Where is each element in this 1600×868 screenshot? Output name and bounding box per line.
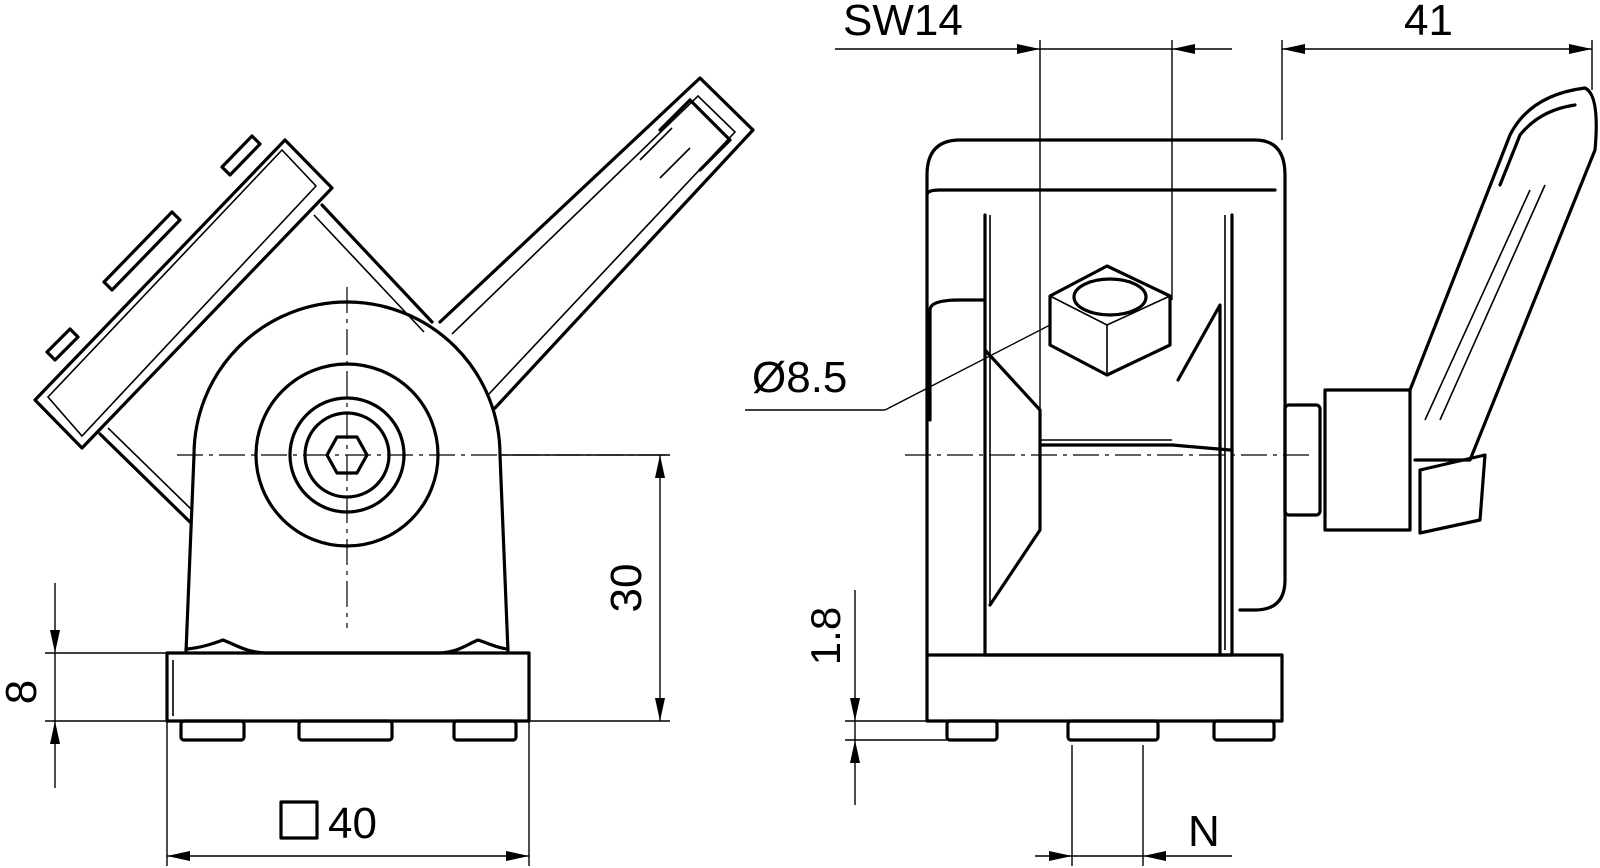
dimension-sw14: SW14	[835, 0, 1232, 440]
gap-label: 1.8	[802, 607, 849, 665]
hex-nut	[1048, 264, 1172, 377]
wrench-size-label: SW14	[843, 0, 963, 45]
lever-arm	[438, 76, 755, 410]
side-view: SW14 41 Ø8.5 1.8	[745, 0, 1598, 866]
base-plate	[165, 651, 531, 723]
handle-width-label: 41	[1404, 0, 1453, 45]
side-foot-right	[1212, 719, 1276, 742]
slot-width-label: N	[1188, 807, 1220, 856]
handle-hub	[1323, 388, 1412, 532]
side-housing	[925, 138, 1287, 657]
profile-clamp	[33, 134, 434, 524]
dimension-40: 40	[166, 721, 530, 866]
dimension-side-label: 40	[328, 799, 377, 848]
base-foot-left	[179, 719, 246, 742]
dimension-8: 8	[0, 583, 167, 788]
dimension-height-label: 30	[602, 564, 651, 613]
side-foot-left	[945, 719, 999, 742]
base-foot-center	[297, 719, 394, 742]
square-symbol-icon	[279, 800, 319, 840]
base-foot-right	[452, 719, 518, 742]
dimension-n: N	[1035, 745, 1232, 866]
side-base-plate	[925, 653, 1284, 723]
clamp-handle	[1283, 86, 1598, 535]
dimension-bore: Ø8.5	[745, 324, 1051, 411]
dimension-1-8: 1.8	[802, 590, 947, 805]
dimension-41: 41	[1281, 0, 1593, 140]
dimension-base-label: 8	[0, 680, 46, 704]
front-view: 30 8 40	[0, 76, 755, 866]
nut-washer	[1072, 277, 1148, 317]
dimension-30: 30	[500, 454, 670, 722]
bore-diameter-label: Ø8.5	[752, 353, 847, 402]
side-foot-center	[1066, 719, 1160, 742]
